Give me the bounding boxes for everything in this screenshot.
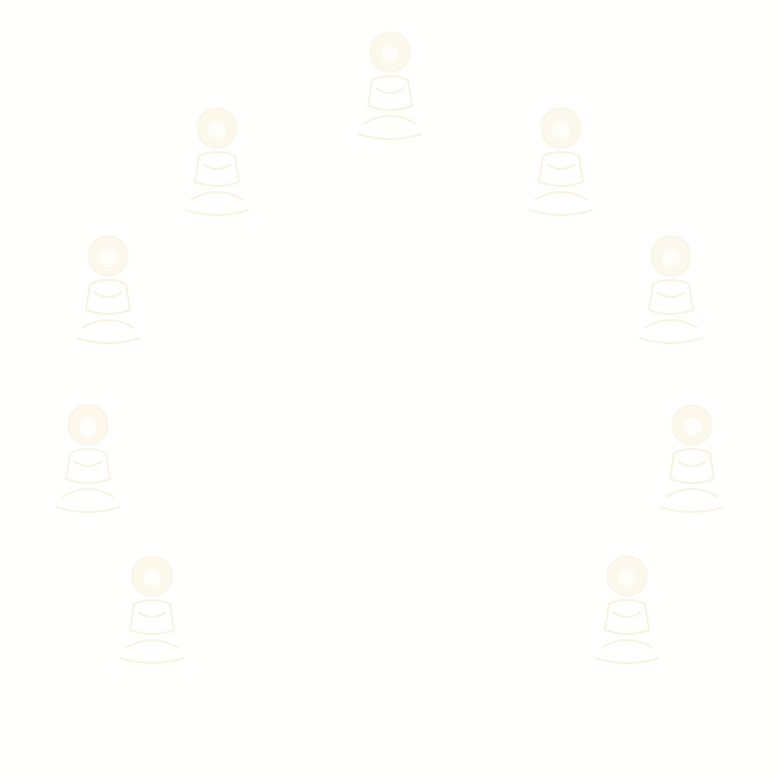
meditating-figure-icon <box>587 552 667 672</box>
meditating-figure-icon <box>177 104 257 224</box>
meditating-figure-icon <box>48 401 128 521</box>
meditating-figure-icon <box>631 232 711 352</box>
meditating-figure-icon <box>521 104 601 224</box>
meditating-figure-icon <box>68 232 148 352</box>
meditating-figure-icon <box>350 28 430 148</box>
meditating-figure-icon <box>652 401 732 521</box>
meditating-figure-icon <box>112 552 192 672</box>
